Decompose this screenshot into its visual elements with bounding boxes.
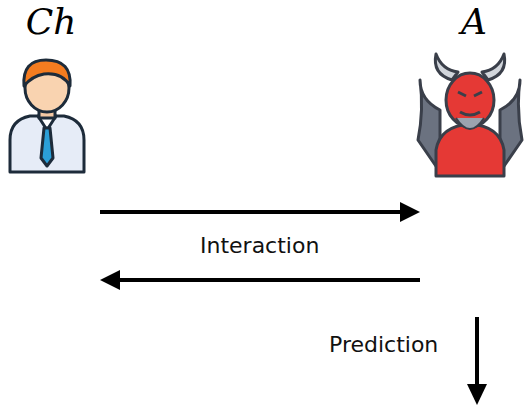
edge-label: Interaction	[197, 233, 322, 259]
party-label: Ch	[2, 2, 100, 42]
arrow-head	[400, 202, 420, 222]
arrow-line	[100, 210, 402, 214]
arrow-line	[118, 278, 420, 282]
interaction-arrow	[100, 270, 420, 290]
prediction-arrow	[467, 317, 487, 405]
party-node: A	[420, 2, 528, 292]
party-node: Ch	[2, 2, 100, 292]
interaction-arrow	[100, 202, 420, 222]
person-icon	[10, 60, 84, 172]
arrow-head	[100, 270, 120, 290]
party-label: A	[420, 2, 528, 42]
prediction-label: Prediction	[326, 332, 441, 358]
devil-icon	[418, 54, 522, 176]
